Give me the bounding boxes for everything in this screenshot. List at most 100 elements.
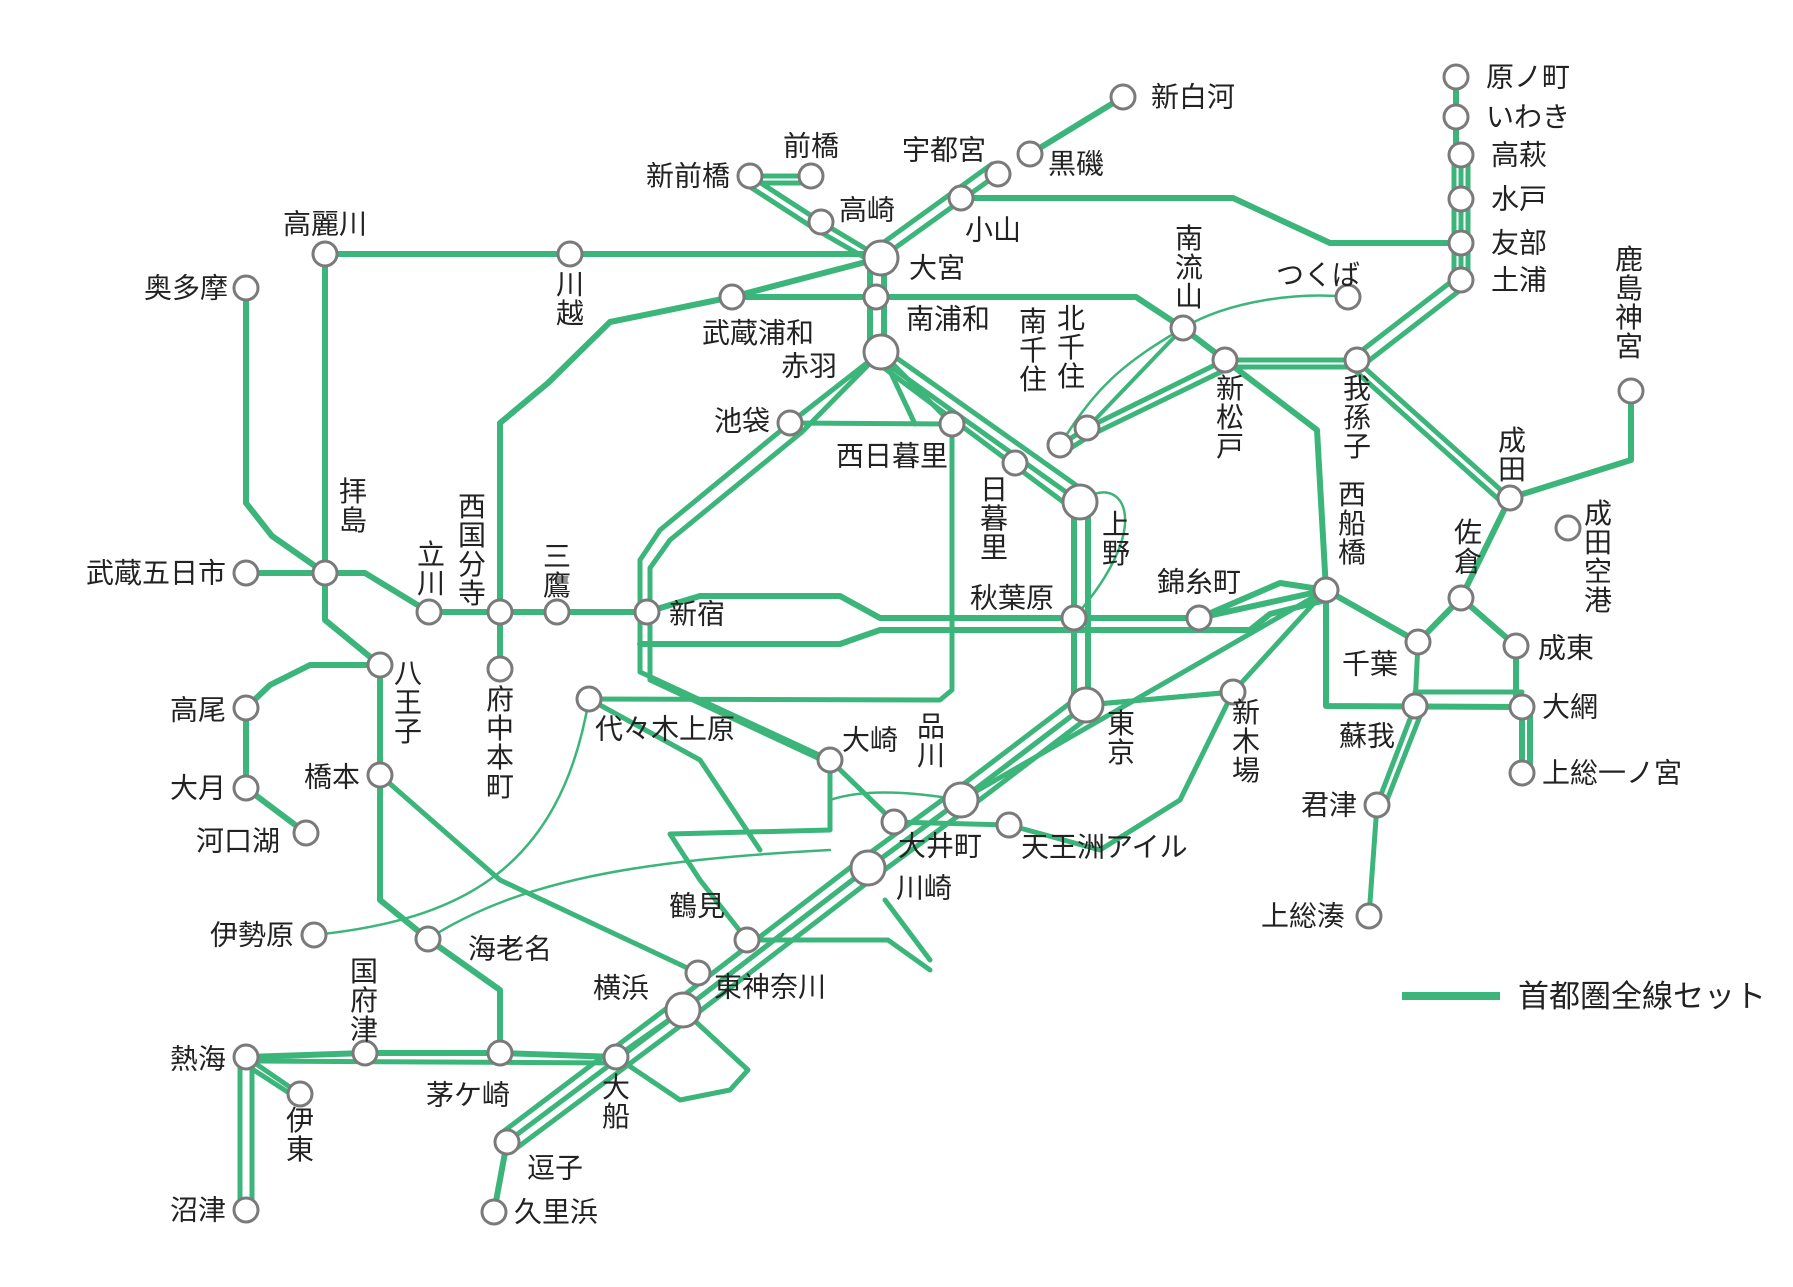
station-marker[interactable] (1046, 431, 1074, 459)
station-label: 海老名 (468, 933, 552, 966)
station-marker[interactable] (480, 1198, 508, 1226)
station-label: 高尾 (170, 694, 226, 727)
station-marker[interactable] (862, 333, 900, 371)
station-marker[interactable] (1363, 791, 1391, 819)
station-marker[interactable] (1447, 229, 1475, 257)
station-marker[interactable] (684, 959, 712, 987)
rail-line-segment (647, 349, 884, 769)
station-marker[interactable] (1447, 584, 1475, 612)
station-marker[interactable] (718, 283, 746, 311)
station-label: 小山 (965, 214, 1021, 247)
station-marker[interactable] (300, 921, 328, 949)
rail-line-segment (882, 897, 933, 963)
station-marker[interactable] (414, 925, 442, 953)
station-marker[interactable] (1502, 632, 1530, 660)
station-marker[interactable] (1185, 604, 1213, 632)
station-marker[interactable] (1447, 141, 1475, 169)
station-marker[interactable] (1401, 692, 1429, 720)
rail-line-segment (497, 694, 1081, 1137)
station-marker[interactable] (415, 598, 443, 626)
station-marker[interactable] (1060, 604, 1088, 632)
station-marker[interactable] (1169, 314, 1197, 342)
rail-line-segment (870, 161, 995, 253)
station-marker[interactable] (351, 1039, 379, 1067)
station-marker[interactable] (1109, 83, 1137, 111)
station-marker[interactable] (1312, 576, 1340, 604)
station-label: 高萩 (1491, 139, 1547, 172)
station-marker[interactable] (366, 761, 394, 789)
station-marker[interactable] (493, 1128, 521, 1156)
station-marker[interactable] (733, 926, 761, 954)
station-marker[interactable] (1073, 414, 1101, 442)
station-marker[interactable] (1447, 185, 1475, 213)
station-marker[interactable] (1442, 103, 1470, 131)
station-marker[interactable] (556, 240, 584, 268)
station-marker[interactable] (797, 162, 825, 190)
station-marker[interactable] (486, 655, 514, 683)
station-marker[interactable] (366, 651, 394, 679)
station-marker[interactable] (486, 1039, 514, 1067)
station-marker[interactable] (995, 811, 1023, 839)
station-marker[interactable] (1508, 759, 1536, 787)
station-label: 西船橋 (1338, 478, 1366, 569)
station-marker[interactable] (232, 1196, 260, 1224)
station-marker[interactable] (1067, 686, 1105, 724)
station-marker[interactable] (1496, 484, 1524, 512)
station-marker[interactable] (1617, 377, 1645, 405)
station-label: 千葉 (1342, 648, 1398, 681)
station-marker[interactable] (1219, 678, 1247, 706)
station-marker[interactable] (602, 1043, 630, 1071)
station-marker[interactable] (1334, 283, 1362, 311)
station-label: 友部 (1491, 227, 1547, 260)
station-marker[interactable] (1404, 628, 1432, 656)
station-label: 南浦和 (906, 303, 990, 336)
station-marker[interactable] (311, 240, 339, 268)
station-marker[interactable] (984, 160, 1012, 188)
station-marker[interactable] (575, 685, 603, 713)
station-label: 新前橋 (646, 160, 730, 193)
station-marker[interactable] (633, 598, 661, 626)
station-label: 奥多摩 (144, 272, 228, 305)
station-marker[interactable] (232, 274, 260, 302)
station-label: 府中本町 (486, 683, 514, 803)
station-marker[interactable] (1001, 449, 1029, 477)
station-marker[interactable] (286, 1080, 314, 1108)
station-marker[interactable] (311, 559, 339, 587)
station-marker[interactable] (232, 559, 260, 587)
rail-line-segment (613, 1007, 751, 1103)
station-marker[interactable] (1061, 483, 1099, 521)
station-marker[interactable] (1343, 346, 1371, 374)
station-label: 上総一ノ宮 (1542, 757, 1682, 790)
station-marker[interactable] (292, 819, 320, 847)
station-marker[interactable] (486, 598, 514, 626)
station-marker[interactable] (543, 598, 571, 626)
rail-line-segment (586, 420, 955, 703)
station-marker[interactable] (947, 184, 975, 212)
station-marker[interactable] (232, 1043, 260, 1071)
station-label: 東神奈川 (714, 971, 826, 1004)
station-marker[interactable] (776, 409, 804, 437)
station-marker[interactable] (1508, 693, 1536, 721)
station-marker[interactable] (807, 208, 835, 236)
station-marker[interactable] (942, 781, 980, 819)
station-label: 横浜 (593, 972, 649, 1005)
station-marker[interactable] (1016, 140, 1044, 168)
station-marker[interactable] (880, 808, 908, 836)
station-marker[interactable] (736, 162, 764, 190)
station-marker[interactable] (1442, 63, 1470, 91)
station-marker[interactable] (232, 774, 260, 802)
station-marker[interactable] (816, 746, 844, 774)
station-marker[interactable] (938, 410, 966, 438)
station-marker[interactable] (1211, 346, 1239, 374)
station-marker[interactable] (232, 694, 260, 722)
station-label: 三鷹 (543, 540, 571, 602)
station-marker[interactable] (1554, 514, 1582, 542)
station-label: 大月 (170, 772, 226, 805)
station-marker[interactable] (1355, 902, 1383, 930)
station-marker[interactable] (849, 849, 887, 887)
station-labels: 原ノ町いわき高萩水戸友部土浦新白河黒磯宇都宮小山前橋新前橋高崎大宮高麗川川越奥多… (86, 61, 1682, 1229)
station-marker[interactable] (664, 991, 702, 1029)
station-marker[interactable] (862, 239, 900, 277)
station-marker[interactable] (862, 283, 890, 311)
station-marker[interactable] (1447, 266, 1475, 294)
